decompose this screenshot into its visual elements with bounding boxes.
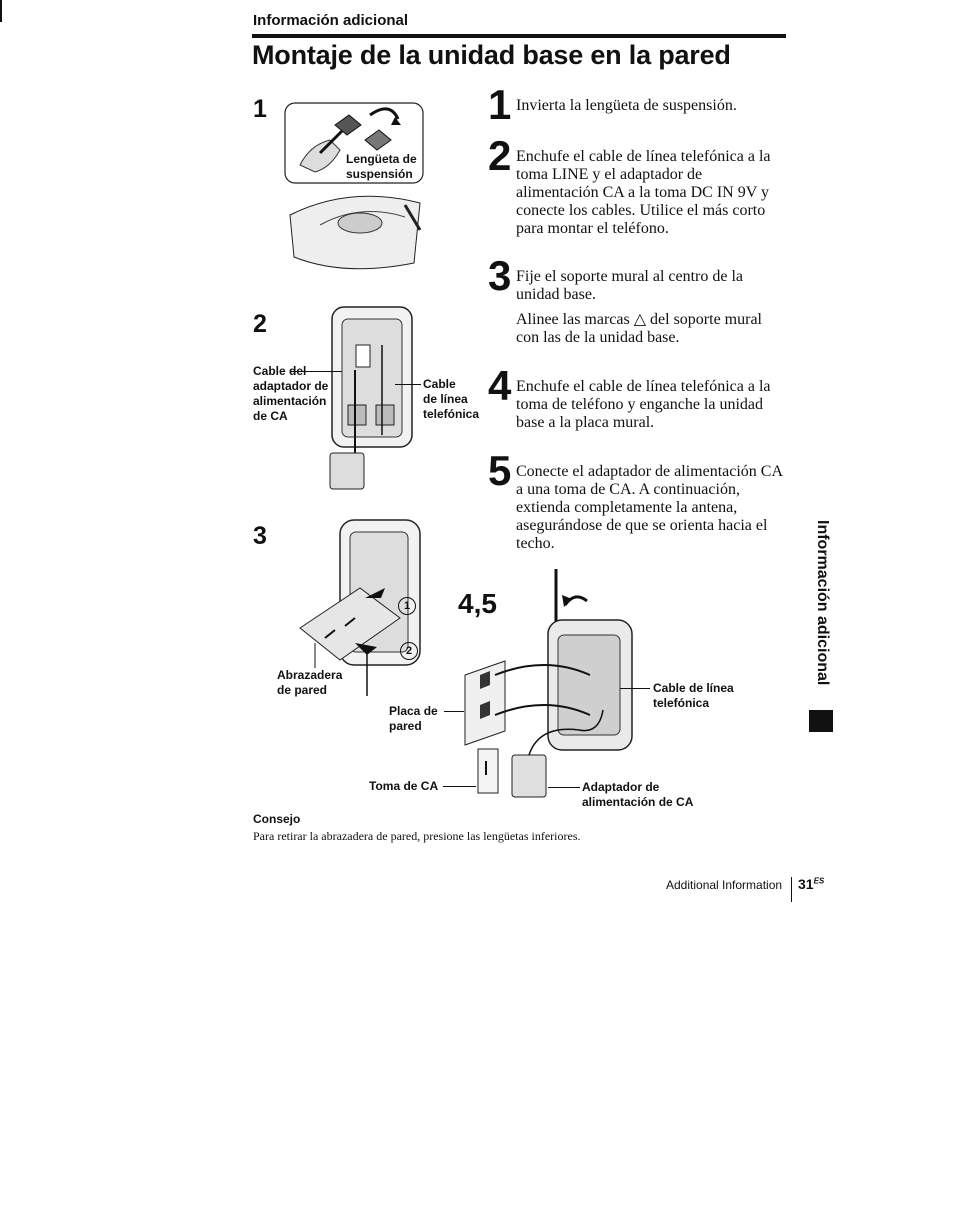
figure-45-illustration — [464, 569, 633, 798]
marker-2: 2 — [400, 642, 418, 660]
leader-line — [395, 384, 421, 385]
figure-2-number: 2 — [253, 310, 267, 338]
leader-line — [620, 688, 650, 689]
label-ac-outlet: Toma de CA — [369, 779, 439, 793]
page-title: Montaje de la unidad base en la pared — [252, 40, 731, 70]
header-rule — [252, 34, 786, 38]
label-ac-adapter: Adaptador de alimentación de CA — [582, 780, 694, 809]
label-phone-line-cable: Cable de línea telefónica — [423, 377, 480, 421]
footer-divider — [791, 877, 792, 902]
side-tab: Información adicional — [808, 520, 834, 720]
callout-suspension-tab: Lengüeta de suspensión — [346, 152, 417, 181]
footer-label: Additional Information — [666, 878, 783, 892]
step-text: Conecte el adaptador de alimentación CA … — [516, 463, 783, 552]
figure-2-illustration — [329, 306, 413, 490]
label-wall-plate: Placa de pared — [389, 704, 438, 733]
step-number: 1 — [488, 81, 512, 128]
step-text: Alinee las marcas △ del soporte mural co… — [516, 311, 762, 346]
tip-title: Consejo — [253, 812, 301, 826]
label-phone-cable: Cable de línea telefónica — [653, 681, 734, 710]
figure-1-illustration — [284, 102, 424, 270]
step-number: 5 — [488, 447, 512, 494]
scan-edge-mark — [0, 0, 2, 22]
step-text: Enchufe el cable de línea telefónica a l… — [516, 378, 771, 431]
figure-45-number: 4,5 — [458, 588, 497, 619]
leader-line — [290, 371, 342, 372]
figure-3-illustration — [299, 519, 421, 696]
language-suffix: ES — [813, 876, 825, 886]
step-text: Enchufe el cable de línea telefónica a l… — [516, 148, 771, 237]
section-label: Información adicional — [253, 12, 409, 29]
step-number: 3 — [488, 252, 512, 299]
label-wall-clamp: Abrazadera de pared — [277, 668, 343, 697]
step-text: Invierta la lengüeta de suspensión. — [516, 97, 737, 114]
leader-line — [443, 786, 476, 787]
marker-1: 1 — [398, 597, 416, 615]
side-tab-label: Información adicional — [814, 520, 831, 686]
figure-3-number: 3 — [253, 522, 267, 550]
label-ac-adapter-cable: Cable del adaptador de alimentación de C… — [253, 364, 329, 423]
tip-text: Para retirar la abrazadera de pared, pre… — [253, 829, 581, 843]
figure-1-number: 1 — [253, 95, 267, 123]
step-number: 2 — [488, 132, 512, 179]
leader-line — [548, 787, 580, 788]
page-number-value: 31 — [798, 876, 814, 892]
leader-line — [444, 711, 464, 712]
side-tab-marker — [809, 710, 833, 732]
page-number: 31ES — [798, 876, 824, 892]
step-number: 4 — [488, 362, 512, 409]
step-text: Fije el soporte mural al centro de la un… — [516, 268, 744, 303]
